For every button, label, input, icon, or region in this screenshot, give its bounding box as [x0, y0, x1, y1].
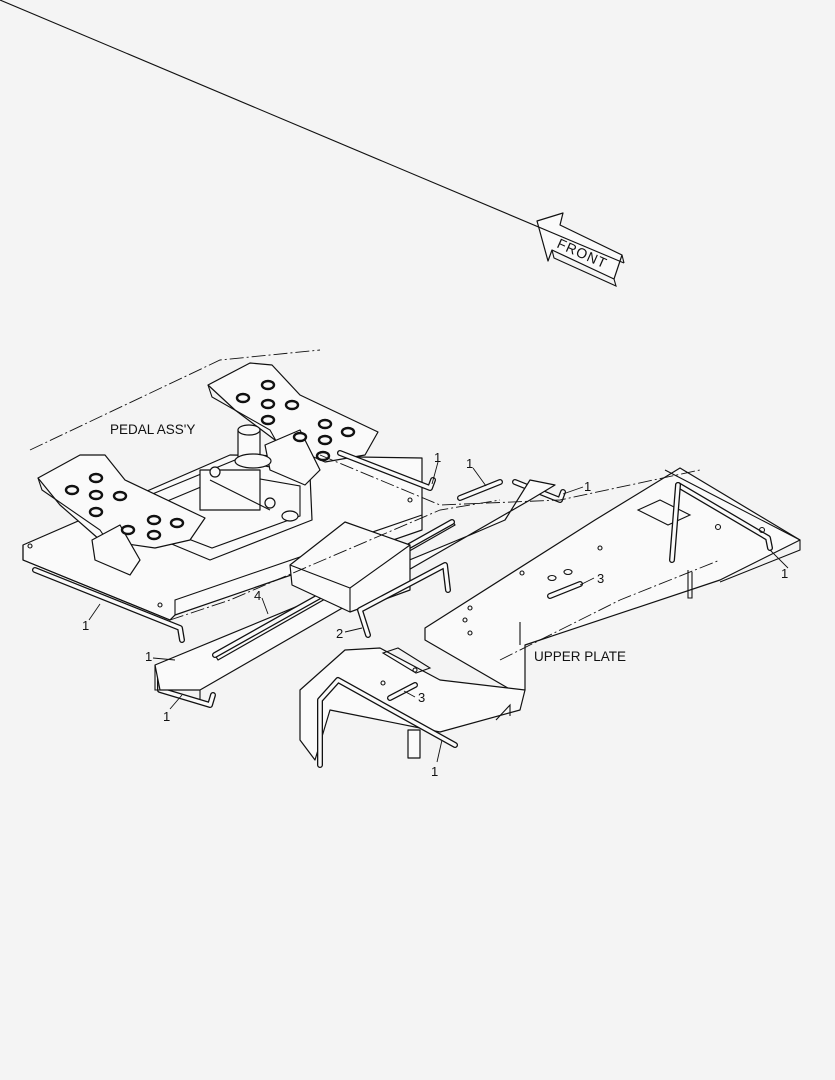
pedal-assy-label: PEDAL ASS'Y — [110, 422, 195, 437]
callout-1-left-rod: 1 — [82, 618, 89, 633]
pedal-guide-rod — [32, 567, 185, 643]
callout-4-strip: 4 — [254, 588, 261, 603]
callout-3-lower: 3 — [418, 690, 425, 705]
callout-1-top-mid: 1 — [466, 456, 473, 471]
handle-part — [357, 562, 451, 638]
callout-2-handle: 2 — [336, 626, 343, 641]
front-direction-arrow: FRONT — [0, 0, 625, 287]
center-frame — [154, 479, 556, 700]
callout-1-top-left: 1 — [434, 450, 441, 465]
callout-1-bottom-plate: 1 — [431, 764, 438, 779]
callouts: 1 1 1 1 1 1 1 1 2 3 3 4 — [82, 450, 789, 779]
callout-1-front-bottom: 1 — [163, 709, 170, 724]
callout-1-front-left: 1 — [145, 649, 152, 664]
assembly-centerlines — [29, 349, 721, 661]
pedal-assembly — [22, 362, 423, 621]
callout-3-upper: 3 — [597, 571, 604, 586]
callout-1-far-right: 1 — [781, 566, 788, 581]
callout-1-right: 1 — [584, 479, 591, 494]
upper-plate-label: UPPER PLATE — [534, 649, 626, 664]
upper-plate — [299, 467, 801, 768]
